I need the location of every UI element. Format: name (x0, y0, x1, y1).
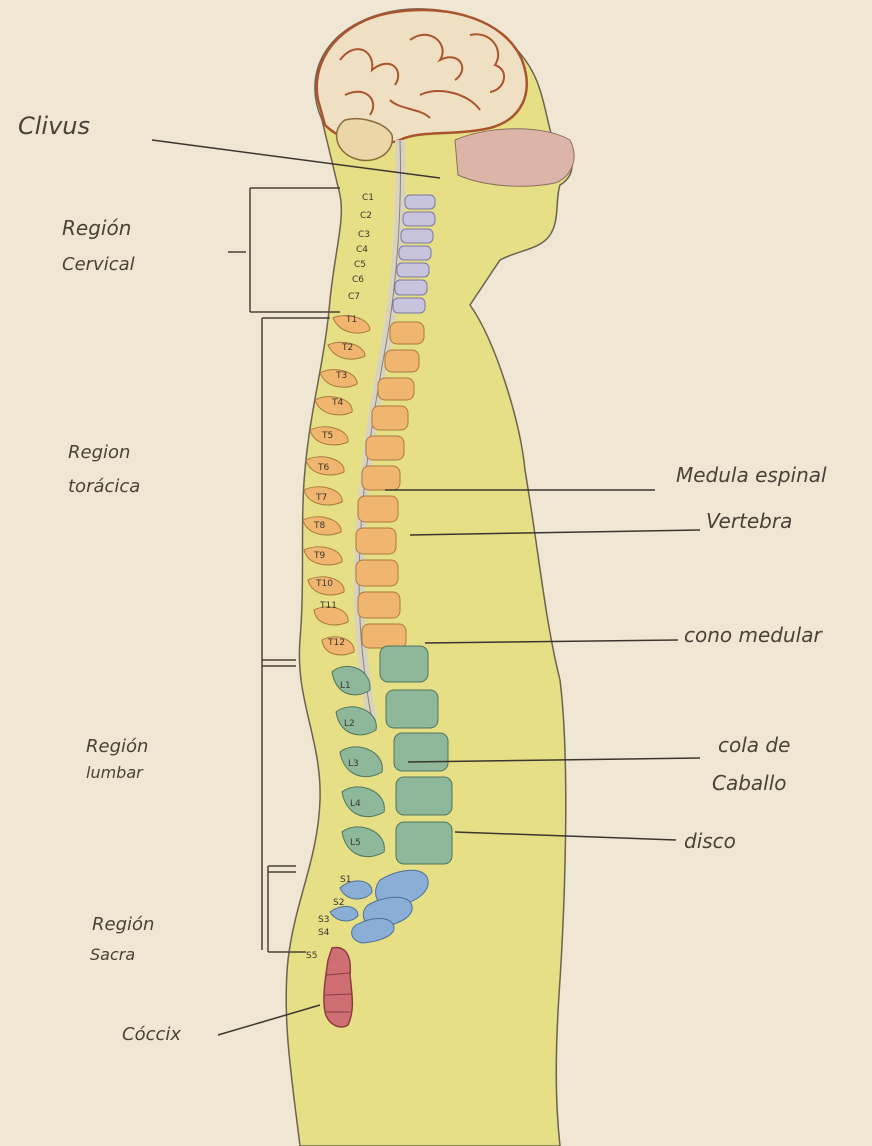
label-region-cervical-2: Cervical (62, 254, 135, 275)
vertebra-label-l2: L2 (344, 719, 355, 729)
label-region-toracica-1: Region (68, 442, 130, 463)
vertebra-label-t1: T1 (345, 315, 357, 325)
vertebra-label-t12: T12 (327, 638, 345, 648)
vertebra-label-c4: C4 (356, 245, 368, 255)
label-caballo: Caballo (712, 771, 787, 795)
vertebra-label-t5: T5 (321, 431, 333, 441)
label-cola-de: cola de (718, 733, 790, 757)
vertebra-label-t7: T7 (315, 493, 327, 503)
label-disco: disco (684, 829, 736, 853)
vertebra-label-s1: S1 (340, 875, 351, 885)
vertebra-label-c3: C3 (358, 230, 370, 240)
vertebra-label-t4: T4 (331, 398, 343, 408)
label-clivus: Clivus (18, 112, 90, 140)
vertebra-label-s4: S4 (318, 928, 330, 938)
vertebra-label-t3: T3 (335, 371, 347, 381)
vertebra-label-s3: S3 (318, 915, 329, 925)
label-region-cervical-1: Región (62, 216, 131, 240)
jaw-area (455, 129, 574, 187)
label-region-sacra-1: Región (92, 914, 154, 935)
vertebra-label-t6: T6 (317, 463, 329, 473)
vertebra-label-c7: C7 (348, 292, 360, 302)
label-vertebra: Vertebra (706, 509, 792, 533)
label-region-toracica-2: torácica (68, 476, 140, 497)
vertebra-label-s5: S5 (306, 951, 317, 961)
label-medula-espinal: Medula espinal (676, 463, 827, 487)
vertebra-label-t2: T2 (341, 343, 353, 353)
vertebra-label-s2: S2 (333, 898, 344, 908)
label-region-lumbar-1: Región (86, 736, 148, 757)
vertebra-label-c6: C6 (352, 275, 364, 285)
label-cono-medular: cono medular (684, 623, 823, 647)
label-region-sacra-2: Sacra (90, 945, 135, 964)
vertebra-label-t8: T8 (313, 521, 325, 531)
vertebra-label-l1: L1 (340, 681, 351, 691)
vertebra-label-c5: C5 (354, 260, 366, 270)
vertebra-label-t9: T9 (313, 551, 325, 561)
label-region-lumbar-2: lumbar (86, 763, 144, 782)
vertebra-label-t11: T11 (319, 601, 337, 611)
coccyx (324, 947, 352, 1026)
vertebra-label-t10: T10 (315, 579, 333, 589)
vertebra-label-l5: L5 (350, 838, 361, 848)
vertebra-label-l3: L3 (348, 759, 359, 769)
vertebra-label-c2: C2 (360, 211, 372, 221)
vertebra-label-l4: L4 (350, 799, 361, 809)
label-coccix: Cóccix (122, 1024, 181, 1045)
vertebra-label-c1: C1 (362, 193, 374, 203)
